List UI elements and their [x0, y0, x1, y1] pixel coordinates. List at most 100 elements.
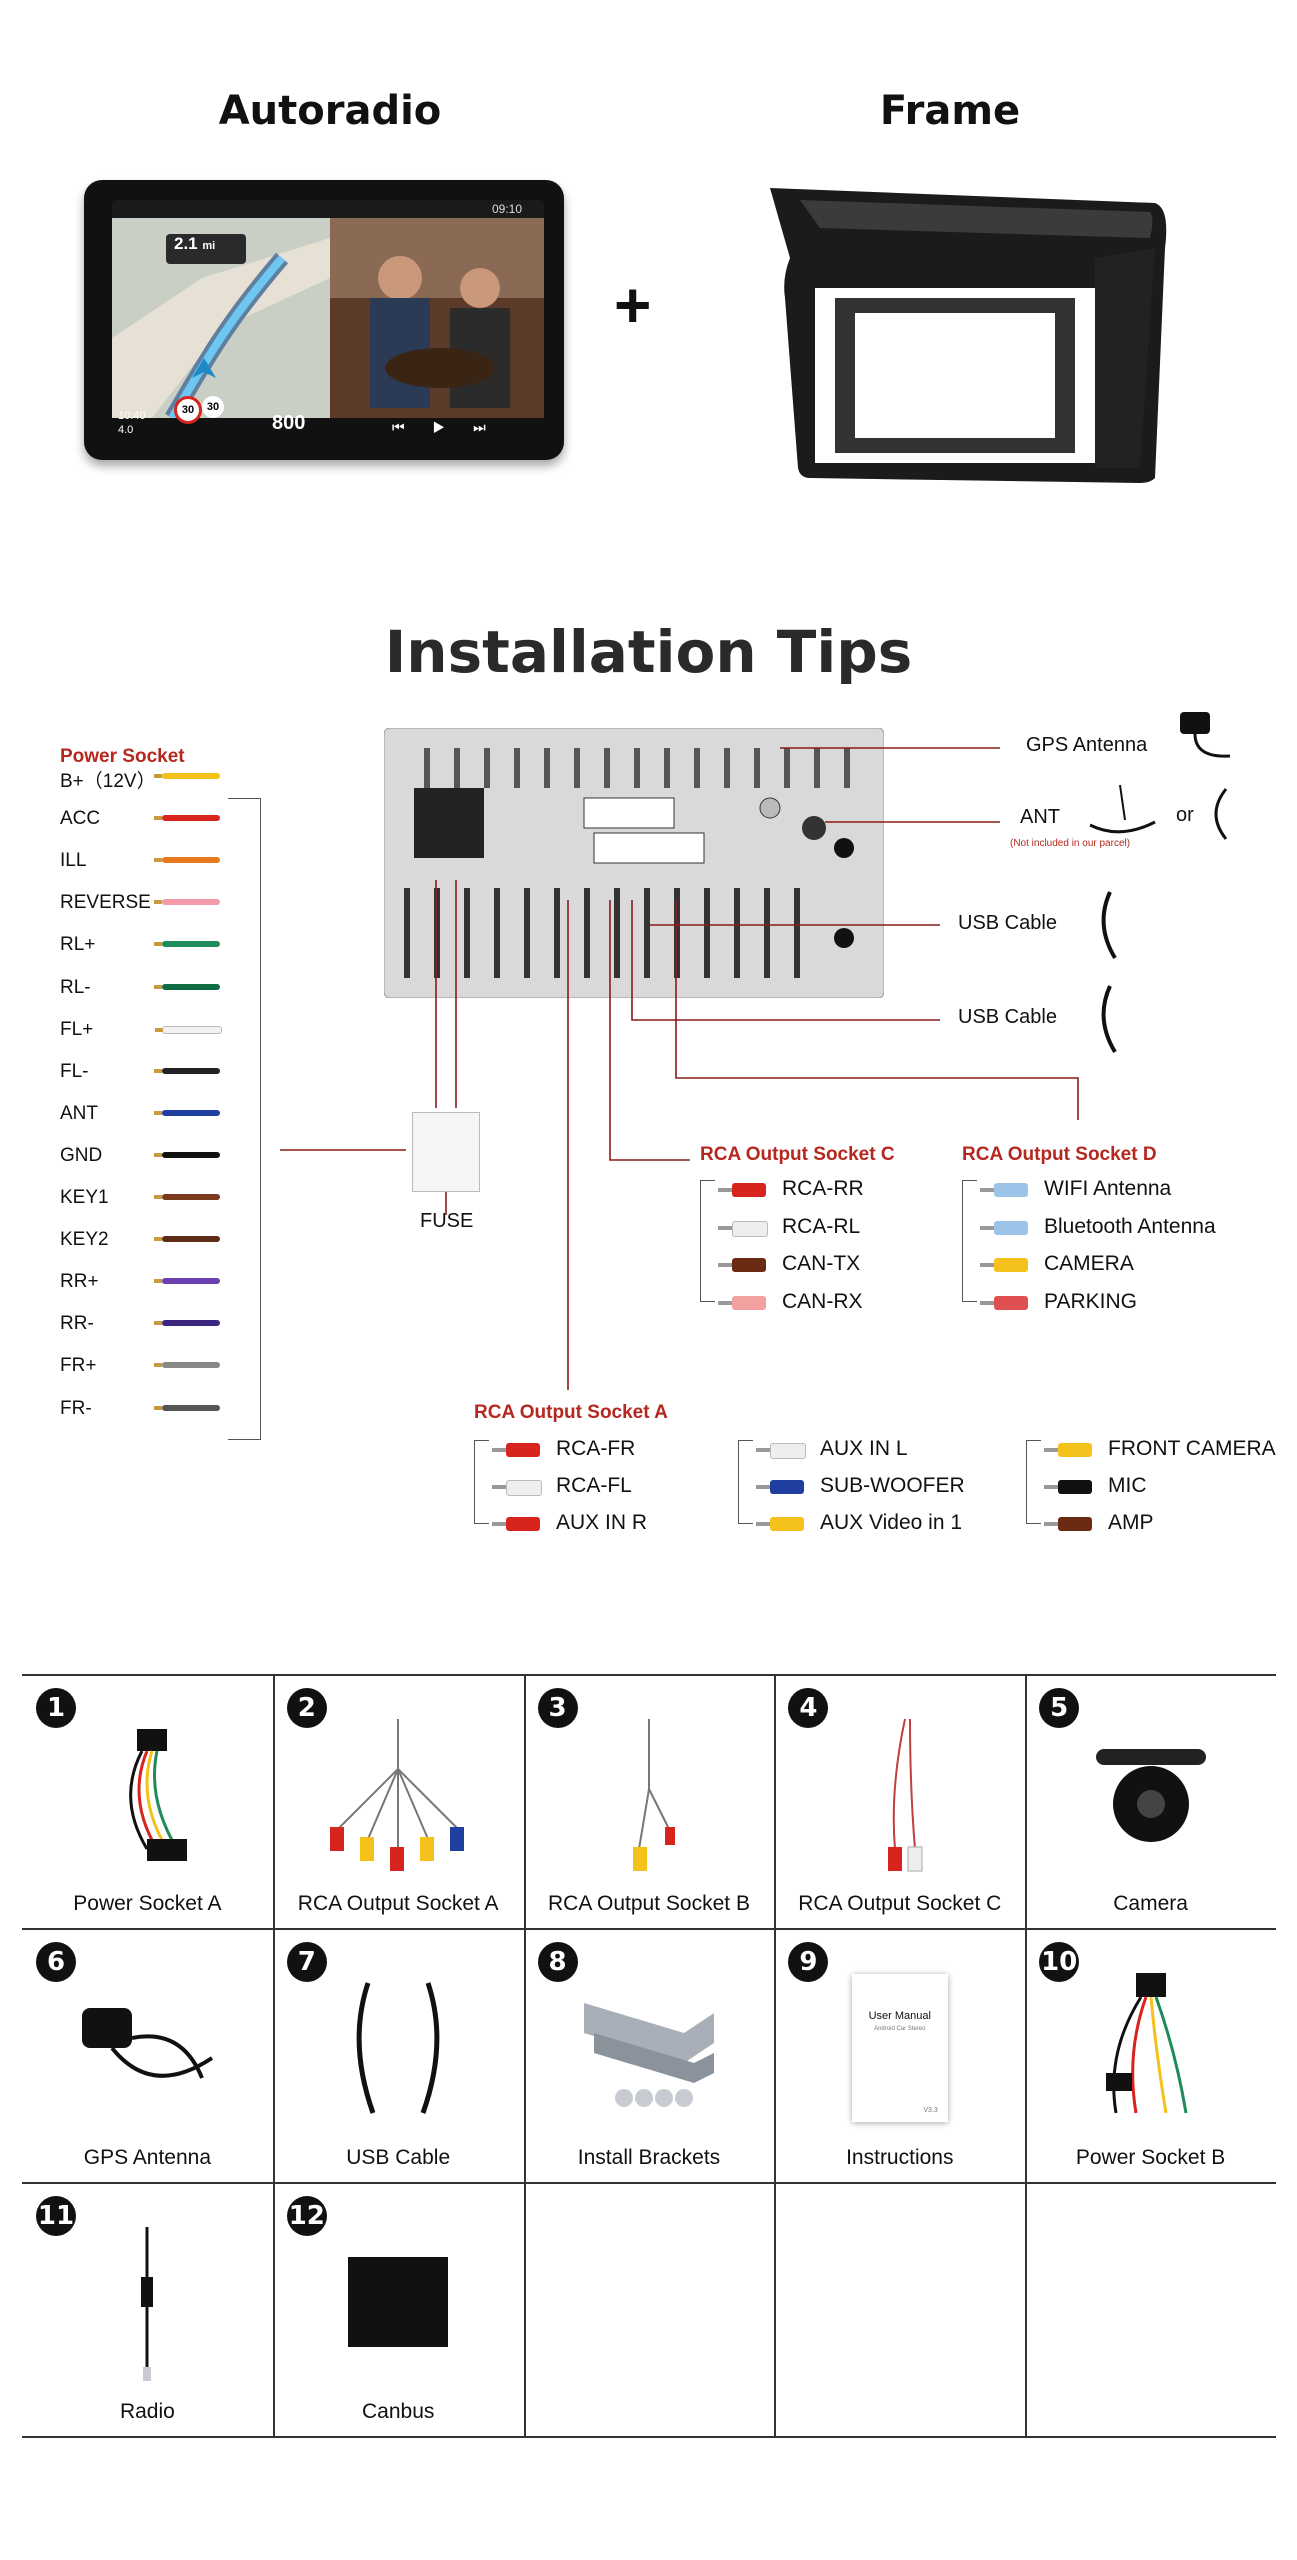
- head-unit-image: 09:10 2.1 mi 30 30 10:40 4.0: [84, 180, 564, 460]
- wire-label: B+（12V）: [60, 771, 156, 792]
- ant-label: ANT: [1020, 806, 1060, 828]
- nav-unit: mi: [202, 240, 216, 252]
- rca-label: RCA-RL: [782, 1214, 861, 1238]
- rca-connector-icon: [980, 1258, 1030, 1272]
- rca-a-bracket-2: [738, 1440, 753, 1524]
- wire-bracket: [228, 798, 261, 1440]
- part-number-badge: 9: [788, 1942, 829, 1982]
- rca-harness-b-icon: [524, 1704, 775, 1884]
- rca-label: CAN-TX: [782, 1252, 861, 1275]
- rca-label: PARKING: [1044, 1289, 1137, 1313]
- wire-label: FR+: [60, 1355, 97, 1377]
- rca-connector-icon: [492, 1517, 542, 1531]
- part-number-badge: 3: [537, 1688, 578, 1728]
- installation-tips-title: Installation Tips: [384, 618, 913, 686]
- leader-lines: [280, 747, 1079, 1390]
- power-socket-a-harness-icon: [22, 1704, 273, 1884]
- wire-swatch: [154, 1320, 220, 1327]
- wire-swatch: [154, 815, 220, 822]
- part-caption: Canbus: [362, 2400, 435, 2423]
- rca-label: AUX Video in 1: [820, 1511, 963, 1534]
- wire-label: FL-: [60, 1060, 89, 1082]
- frame-heading: Frame: [879, 88, 1021, 134]
- wire-swatch: [154, 983, 220, 990]
- rca-connector-icon: [756, 1517, 806, 1531]
- rca-label: AUX IN R: [556, 1511, 648, 1534]
- rca-connector-icon: [756, 1443, 806, 1459]
- gps-antenna-icon: [1180, 712, 1231, 758]
- wire-label: ANT: [60, 1102, 98, 1124]
- fuse-label: FUSE: [420, 1210, 474, 1232]
- wire-swatch: [154, 1362, 220, 1369]
- rca-connector-icon: [718, 1258, 768, 1272]
- rca-a-title: RCA Output Socket A: [474, 1402, 668, 1423]
- rca-connector-icon: [492, 1443, 542, 1457]
- rca-connector-icon: [980, 1183, 1030, 1197]
- usb-cables-icon: [273, 1958, 524, 2138]
- part-caption: RCA Output Socket C: [798, 1892, 1002, 1915]
- wire-label: GND: [60, 1144, 103, 1166]
- wire-swatch: [154, 1151, 220, 1158]
- unit-back-panel: [384, 728, 884, 998]
- wire-swatch: [154, 773, 220, 779]
- rca-label: SUB-WOOFER: [820, 1474, 965, 1497]
- wire-swatch: [154, 1236, 220, 1243]
- part-caption: RCA Output Socket B: [548, 1892, 750, 1915]
- grid-line: [22, 1674, 1276, 1676]
- rca-label: CAMERA: [1044, 1252, 1134, 1275]
- wire-label: KEY2: [60, 1229, 109, 1251]
- part-number-badge: 2: [286, 1688, 327, 1728]
- rca-connector-icon: [980, 1295, 1030, 1310]
- head-unit-screen: 09:10 2.1 mi 30 30 10:40 4.0: [112, 200, 544, 438]
- part-number-badge: 5: [1039, 1688, 1080, 1728]
- grid-line: [774, 1674, 777, 2436]
- rca-label: MIC: [1108, 1474, 1147, 1497]
- nav-distance: 2.1: [174, 234, 198, 253]
- rca-a-bracket-3: [1026, 1440, 1041, 1524]
- part-number-badge: 8: [537, 1942, 578, 1982]
- usb2-cable-icon: [1101, 985, 1117, 1054]
- part-number-badge: 6: [36, 1942, 76, 1982]
- part-caption: RCA Output Socket A: [297, 1892, 499, 1915]
- wire-swatch: [155, 1025, 222, 1034]
- speed-sign-2: 30: [202, 396, 224, 418]
- gps-antenna-icon: [22, 1958, 273, 2138]
- wire-swatch: [154, 899, 220, 906]
- wire-label: RL+: [60, 934, 96, 956]
- nav-distance-box: 2.1 mi: [166, 234, 246, 264]
- autoradio-heading: Autoradio: [218, 88, 442, 134]
- rca-label: AUX IN L: [820, 1437, 908, 1460]
- part-caption: Power Socket B: [1075, 2146, 1226, 2169]
- part-number-badge: 4: [788, 1688, 829, 1728]
- rca-connector-icon: [1044, 1517, 1094, 1531]
- part-number-badge: 11: [36, 2196, 76, 2236]
- wire-swatch: [154, 857, 220, 864]
- manual-subtitle: Android Car Stereo: [874, 2026, 926, 2032]
- rca-label: AMP: [1108, 1511, 1154, 1534]
- brackets-icon: [524, 1958, 775, 2138]
- canbus-box-icon: [273, 2212, 524, 2392]
- status-time: 09:10: [491, 202, 522, 216]
- part-caption: Radio: [119, 2400, 175, 2423]
- rca-c-bracket: [700, 1180, 715, 1302]
- wire-label: ILL: [60, 850, 87, 872]
- rca-a-bracket-1: [474, 1440, 489, 1524]
- part-caption: GPS Antenna: [83, 2146, 212, 2169]
- wire-swatch: [154, 1278, 220, 1285]
- rca-label: RCA-RR: [782, 1177, 864, 1200]
- rca-label: RCA-FR: [556, 1437, 636, 1460]
- usb1-cable-icon: [1101, 891, 1117, 960]
- clock: 10:40: [118, 410, 146, 422]
- ant-adapter-icon: [1214, 788, 1228, 840]
- rca-d-bracket: [962, 1180, 977, 1302]
- part-number-badge: 7: [286, 1942, 327, 1982]
- distance-readout: 800: [272, 412, 306, 434]
- grid-line: [22, 1928, 1276, 1930]
